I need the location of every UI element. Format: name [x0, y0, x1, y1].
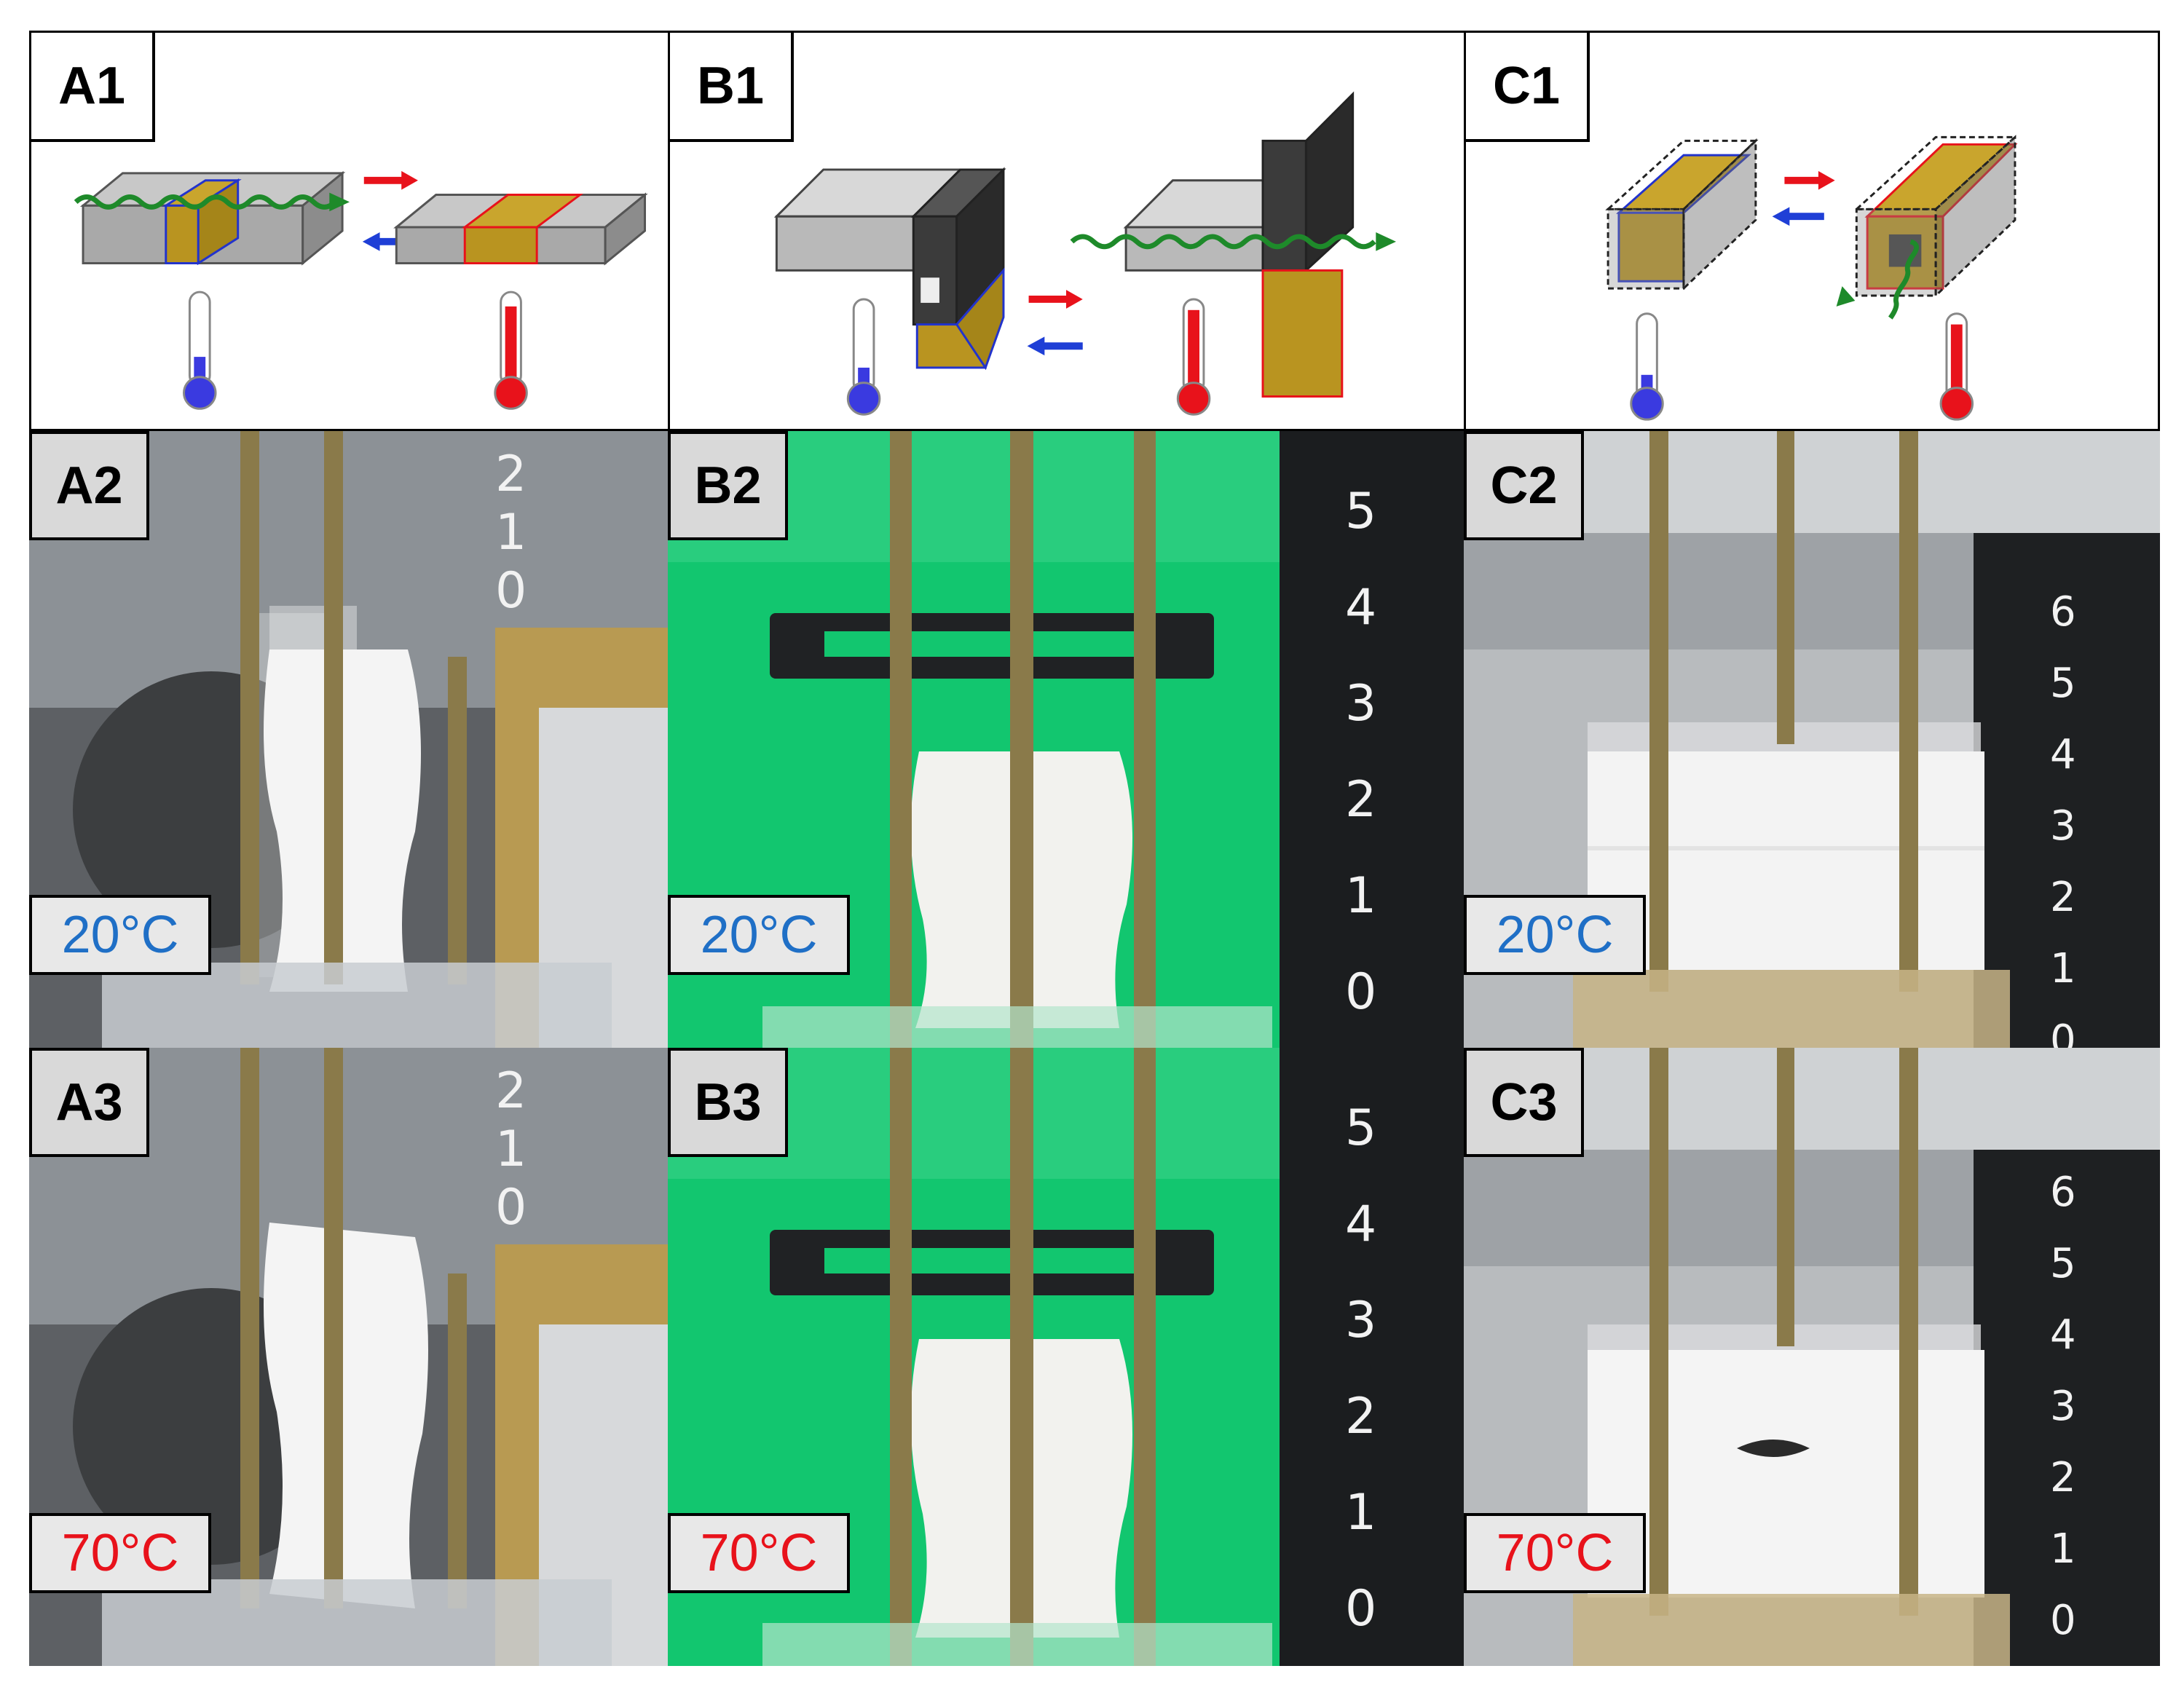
scale-tick-label: 5 [2050, 660, 2076, 707]
panel-label-c1: C1 [1466, 33, 1590, 142]
scale-tick-label: 2 [1345, 771, 1377, 829]
tube-cold [1605, 138, 1759, 291]
scale-tick-label: 2 [1345, 1388, 1377, 1445]
box-cold [79, 170, 346, 266]
arrow-right-red-icon [1028, 290, 1083, 309]
thermometer-hot-icon [1176, 298, 1211, 416]
temperature-label-cold: 20°C [29, 895, 211, 975]
panel-a2: A2 2 1 0 20°C [29, 431, 670, 1048]
tube-hot [1853, 135, 2018, 299]
scale-tick-label: 0 [1345, 963, 1377, 1021]
scale-tick-label: 2 [2050, 1454, 2076, 1501]
thermometer-cold-icon [1630, 312, 1664, 421]
arrow-left-blue-icon [1772, 207, 1824, 226]
panel-label-c2: C2 [1464, 431, 1584, 540]
device-hot [1123, 91, 1355, 398]
arrow-right-red-icon [363, 170, 418, 190]
panel-a3: A3 2 1 0 70°C [29, 1048, 670, 1666]
scale-tick-label: 1 [2050, 945, 2076, 992]
scale-tick-label: 2 [495, 1062, 527, 1120]
scale-tick-label: 0 [2050, 1016, 2076, 1048]
thermometer-cold-icon [846, 298, 881, 416]
wave-arrow-green-icon [1070, 234, 1376, 250]
scale-tick-label: 4 [2050, 731, 2076, 778]
scale-tick-label: 1 [1345, 867, 1377, 925]
scale-tick-label: 1 [495, 504, 527, 561]
panel-b1: B1 [668, 31, 1466, 431]
wave-arrow-green-icon [74, 194, 337, 210]
temperature-label-cold: 20°C [668, 895, 850, 975]
photo-b3 [668, 1048, 1466, 1666]
scale-tick-label: 0 [495, 1179, 527, 1236]
scale-tick-label: 0 [2050, 1597, 2076, 1644]
panel-b3: B3 5 4 3 2 1 0 70°C [668, 1048, 1466, 1666]
temperature-label-hot: 70°C [1464, 1513, 1646, 1593]
scale-tick-label: 4 [1345, 579, 1377, 636]
thermometer-hot-icon [1939, 312, 1974, 421]
scale-tick-label: 4 [1345, 1196, 1377, 1253]
temperature-label-cold: 20°C [1464, 895, 1646, 975]
diagram-c1 [1605, 135, 2018, 421]
temperature-label-hot: 70°C [668, 1513, 850, 1593]
thermometer-cold-icon [183, 291, 217, 410]
scale-tick-label: 3 [2050, 802, 2076, 850]
scale-tick-label: 2 [495, 446, 527, 503]
scale-c3: 6 5 4 3 2 1 0 [2050, 1157, 2076, 1656]
scale-tick-label: 3 [1345, 1292, 1377, 1349]
thermometer-hot-icon [494, 291, 528, 410]
panel-c1: C1 [1464, 31, 2160, 431]
scale-tick-label: 3 [2050, 1383, 2076, 1430]
arrow-right-red-icon [1784, 170, 1835, 190]
scale-tick-label: 6 [2050, 1169, 2076, 1216]
scale-tick-label: 6 [2050, 588, 2076, 636]
scale-tick-label: 0 [1345, 1580, 1377, 1638]
device-cold [773, 167, 1006, 371]
panel-label-b3: B3 [668, 1048, 788, 1157]
diagram-a1 [74, 170, 648, 410]
panel-c2: C2 6 5 4 3 2 1 0 20°C [1464, 431, 2160, 1048]
scale-tick-label: 1 [2050, 1525, 2076, 1573]
temperature-label-hot: 70°C [29, 1513, 211, 1593]
panel-label-c3: C3 [1464, 1048, 1584, 1157]
scale-tick-label: 4 [2050, 1311, 2076, 1359]
scale-b3: 5 4 3 2 1 0 [1345, 1081, 1376, 1657]
scale-a2: 2 1 0 [495, 446, 527, 620]
panel-label-a2: A2 [29, 431, 149, 540]
panel-label-b1: B1 [670, 33, 794, 142]
photo-c2 [1464, 431, 2160, 1048]
scale-tick-label: 5 [2050, 1240, 2076, 1287]
scale-tick-label: 1 [1345, 1484, 1377, 1541]
scale-tick-label: 3 [1345, 675, 1377, 732]
scale-tick-label: 5 [1345, 483, 1377, 540]
panel-label-a1: A1 [31, 33, 155, 142]
panel-label-b2: B2 [668, 431, 788, 540]
scale-b2: 5 4 3 2 1 0 [1345, 464, 1376, 1040]
scale-tick-label: 0 [495, 562, 527, 620]
scale-tick-label: 2 [2050, 874, 2076, 921]
scale-c2: 6 5 4 3 2 1 0 [2050, 577, 2076, 1048]
scale-tick-label: 1 [495, 1121, 527, 1178]
arrow-left-blue-icon [1027, 336, 1083, 356]
wave-arrow-green-icon [1888, 239, 1919, 320]
box-hot [393, 192, 648, 266]
scale-tick-label: 5 [1345, 1099, 1377, 1157]
panel-a1: A1 [29, 31, 670, 431]
panel-label-a3: A3 [29, 1048, 149, 1157]
panel-c3: C3 6 5 4 3 2 1 0 70°C [1464, 1048, 2160, 1666]
diagram-b1 [773, 91, 1397, 416]
scale-a3: 2 1 0 [495, 1062, 527, 1237]
panel-b2: B2 5 4 3 2 1 0 20°C [668, 431, 1466, 1048]
